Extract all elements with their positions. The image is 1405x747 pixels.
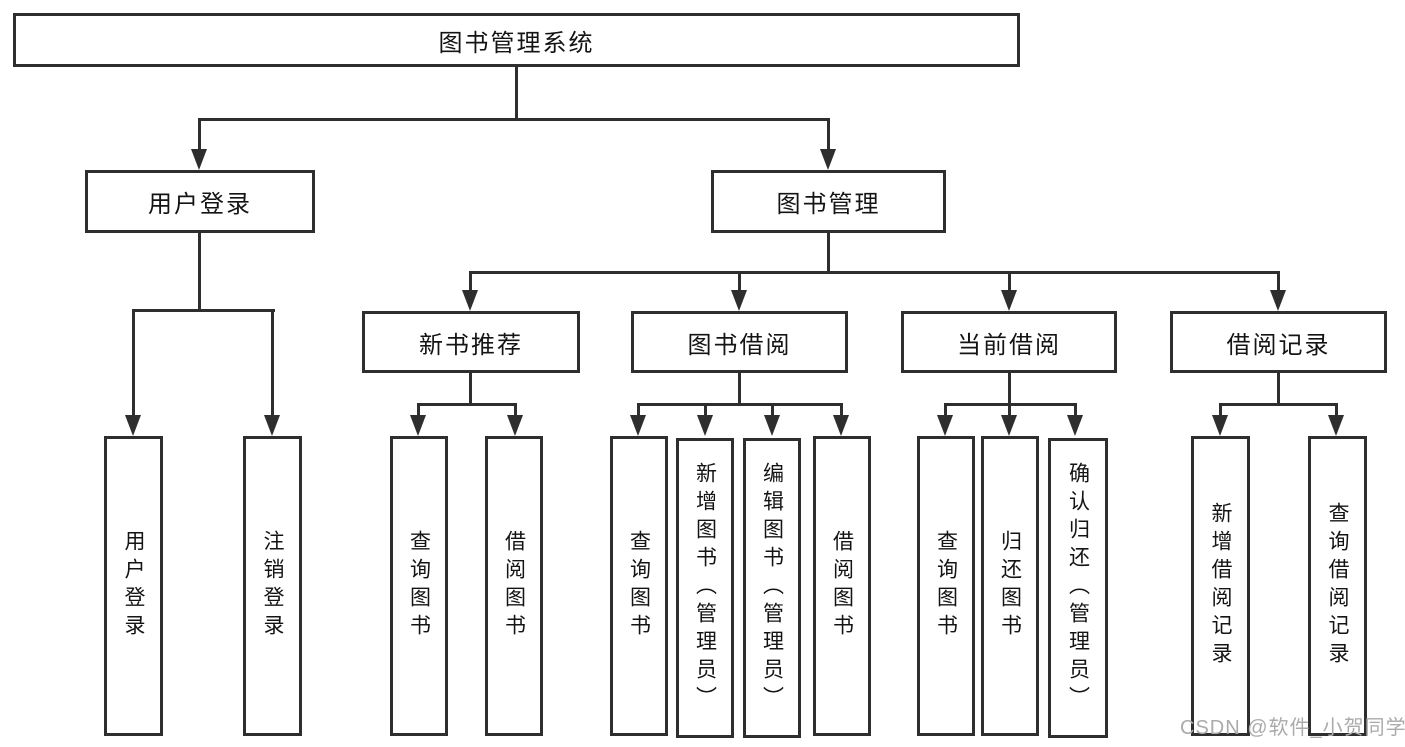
connector-to-leaf-user-login [132, 309, 135, 416]
leaf-edit-book-admin-label: 编辑图书（管理员） [760, 462, 784, 714]
arrowhead-current-borrow [1001, 290, 1017, 311]
leaf-confirm-return-admin: 确认归还（管理员） [1048, 438, 1108, 738]
leaf-query-borrow-record-label: 查询借阅记录 [1326, 502, 1349, 670]
arrowhead-book-management [820, 149, 836, 170]
leaf-borrow-books-label: 借阅图书 [830, 530, 854, 642]
node-new-book-recommend: 新书推荐 [362, 311, 580, 373]
leaf-return-books: 归还图书 [981, 436, 1039, 736]
node-current-borrow: 当前借阅 [901, 311, 1117, 373]
leaf-logout: 注销登录 [243, 436, 302, 736]
arrowhead-leaf-query-recommend [410, 415, 426, 436]
connector-to-book-borrow [738, 271, 741, 292]
connector-recommend-drop [469, 373, 472, 406]
node-borrow-records-label: 借阅记录 [1226, 331, 1331, 359]
leaf-query-books-recommend-label: 查询图书 [407, 530, 431, 642]
node-book-management: 图书管理 [711, 170, 946, 233]
connector-to-leaf-borrow-recommend [514, 403, 517, 417]
connector-to-leaf-query-recommend [417, 403, 420, 417]
leaf-query-books-current-label: 查询图书 [934, 530, 958, 642]
leaf-user-login: 用户登录 [104, 436, 163, 736]
connector-book-management-drop [827, 233, 830, 274]
leaf-logout-label: 注销登录 [261, 530, 284, 642]
leaf-add-borrow-record-label: 新增借阅记录 [1209, 502, 1232, 670]
node-borrow-records: 借阅记录 [1170, 311, 1387, 373]
connector-to-leaf-confirm-return [1074, 403, 1077, 417]
leaf-return-books-label: 归还图书 [998, 530, 1022, 642]
arrowhead-leaf-logout [264, 415, 280, 436]
leaf-query-books-borrow: 查询图书 [610, 436, 668, 736]
node-root-label: 图书管理系统 [438, 29, 595, 57]
connector-to-current-borrow [1008, 271, 1011, 292]
arrowhead-leaf-edit-book [764, 415, 780, 436]
leaf-add-book-admin-label: 新增图书（管理员） [693, 462, 717, 714]
connector-group1-rail [132, 309, 275, 312]
connector-to-leaf-query-current [944, 403, 947, 417]
arrowhead-leaf-borrow-books [833, 415, 849, 436]
arrowhead-borrow-records [1270, 290, 1286, 311]
arrowhead-leaf-user-login [125, 415, 141, 436]
connector-user-login-drop [198, 233, 201, 312]
arrowhead-new-book-recommend [462, 290, 478, 311]
connector-to-leaf-borrow-books [840, 403, 843, 417]
leaf-query-books-current: 查询图书 [917, 436, 975, 736]
arrowhead-user-login [191, 149, 207, 170]
node-book-borrow-label: 图书借阅 [687, 331, 792, 359]
leaf-confirm-return-admin-label: 确认归还（管理员） [1066, 462, 1090, 714]
connector-level1-rail [198, 118, 830, 121]
connector-to-leaf-add-book [704, 403, 707, 417]
leaf-borrow-books-recommend: 借阅图书 [485, 436, 543, 736]
leaf-add-borrow-record: 新增借阅记录 [1191, 436, 1250, 736]
node-user-login: 用户登录 [85, 170, 315, 233]
connector-to-leaf-query-record [1335, 403, 1338, 417]
connector-group3-rail [637, 403, 843, 406]
connector-to-user-login [198, 118, 201, 151]
leaf-query-books-recommend: 查询图书 [390, 436, 448, 736]
node-book-borrow: 图书借阅 [631, 311, 848, 373]
node-user-login-label: 用户登录 [148, 191, 252, 218]
csdn-watermark: CSDN @软件_小贺同学 [1180, 717, 1405, 739]
arrowhead-leaf-add-record [1212, 415, 1228, 436]
arrowhead-leaf-query-borrow [630, 415, 646, 436]
connector-to-leaf-return-books [1008, 403, 1011, 417]
arrowhead-leaf-borrow-recommend [507, 415, 523, 436]
connector-current-borrow-drop [1008, 373, 1011, 406]
node-book-management-label: 图书管理 [776, 191, 881, 218]
leaf-borrow-books-recommend-label: 借阅图书 [502, 530, 526, 642]
arrowhead-leaf-query-current [937, 415, 953, 436]
node-new-book-recommend-label: 新书推荐 [419, 331, 523, 359]
connector-borrow-records-drop [1277, 373, 1280, 406]
connector-to-leaf-edit-book [771, 403, 774, 417]
leaf-query-borrow-record: 查询借阅记录 [1308, 436, 1367, 736]
connector-to-book-management [827, 118, 830, 151]
arrowhead-leaf-return-books [1001, 415, 1017, 436]
connector-book-borrow-drop [738, 373, 741, 406]
leaf-user-login-label: 用户登录 [122, 530, 145, 642]
connector-to-borrow-records [1277, 271, 1280, 292]
leaf-borrow-books: 借阅图书 [813, 436, 871, 736]
node-root: 图书管理系统 [13, 13, 1020, 67]
connector-group2-rail [417, 403, 517, 406]
arrowhead-leaf-add-book [697, 415, 713, 436]
arrowhead-leaf-confirm-return [1067, 415, 1083, 436]
connector-level2-rail [469, 271, 1280, 274]
leaf-query-books-borrow-label: 查询图书 [627, 530, 651, 642]
connector-group5-rail [1219, 403, 1338, 406]
connector-to-leaf-add-record [1219, 403, 1222, 417]
node-current-borrow-label: 当前借阅 [957, 331, 1061, 359]
connector-root-drop [515, 67, 518, 120]
leaf-edit-book-admin: 编辑图书（管理员） [743, 438, 801, 738]
connector-to-leaf-logout [271, 309, 274, 416]
arrowhead-book-borrow [731, 290, 747, 311]
arrowhead-leaf-query-record [1328, 415, 1344, 436]
connector-to-new-book-recommend [469, 271, 472, 292]
leaf-add-book-admin: 新增图书（管理员） [676, 438, 734, 738]
connector-to-leaf-query-borrow [637, 403, 640, 417]
